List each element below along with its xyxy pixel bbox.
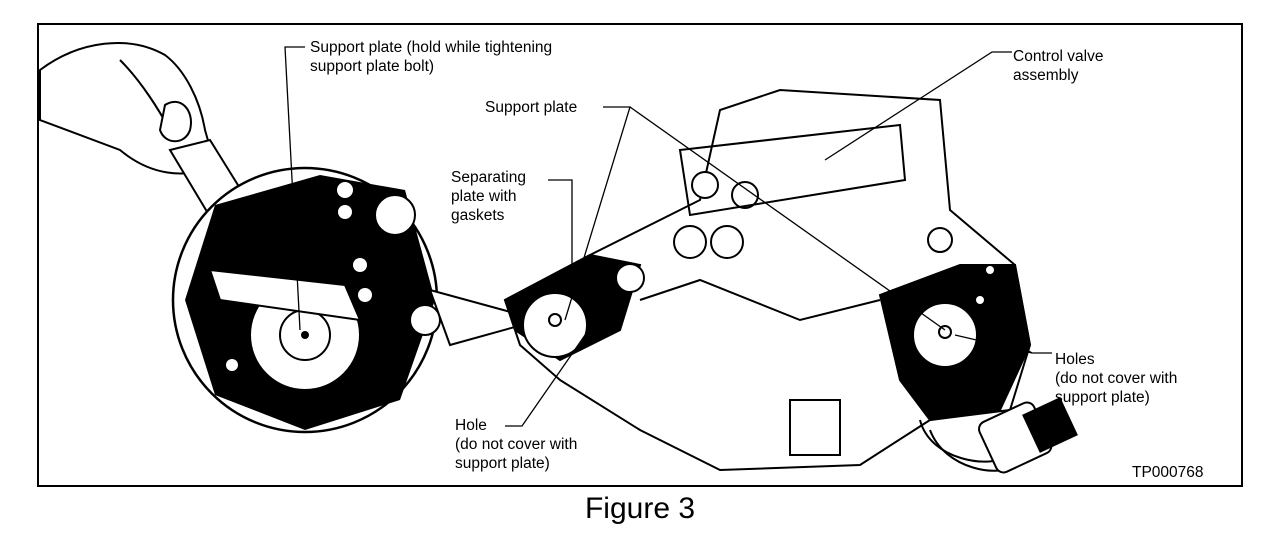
label-holes-3: support plate) <box>1055 389 1150 406</box>
label-separating-2: plate with <box>451 188 517 205</box>
control-valve-body <box>503 88 1032 472</box>
magnified-inset <box>171 166 441 434</box>
label-control-valve-1: Control valve <box>1013 48 1104 65</box>
label-separating-3: gaskets <box>451 207 505 224</box>
inset-wedge <box>428 288 544 347</box>
leader-lines <box>284 46 1052 427</box>
hand-drawing <box>39 42 217 175</box>
label-hole-2: (do not cover with <box>455 436 578 453</box>
label-support-plate-hold-1: Support plate (hold while tightening <box>310 39 553 56</box>
label-support-plate-hold-2: support plate bolt) <box>310 58 435 75</box>
label-hole-1: Hole <box>455 417 487 434</box>
label-holes-2: (do not cover with <box>1055 370 1178 387</box>
label-support-plate: Support plate <box>485 99 578 116</box>
label-control-valve-2: assembly <box>1013 67 1079 84</box>
figure-id: TP000768 <box>1132 464 1204 481</box>
label-hole-3: support plate) <box>455 455 550 472</box>
label-holes-1: Holes <box>1055 351 1095 368</box>
label-separating-1: Separating <box>451 169 526 186</box>
figure-caption: Figure 3 <box>584 492 696 525</box>
connector-drawing <box>919 397 1078 474</box>
